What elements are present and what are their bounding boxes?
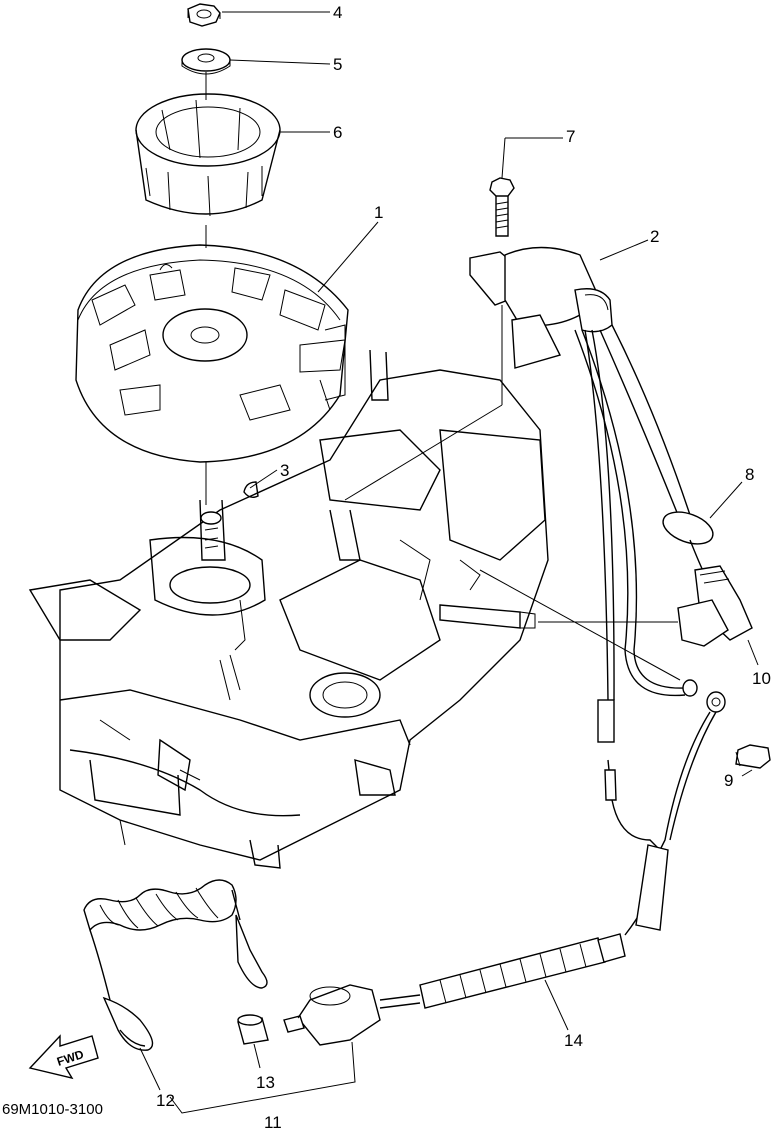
- ignition-coil-part: [469, 246, 613, 369]
- starter-pulley-part: [135, 93, 281, 217]
- coil-wires: [574, 324, 691, 743]
- callout-1: 1: [374, 203, 383, 222]
- callout-2: 2: [650, 227, 659, 246]
- bolt-7-part: [489, 177, 515, 237]
- stop-switch-part: [283, 984, 421, 1046]
- grommet-part: [662, 511, 714, 576]
- tube-part: [419, 933, 626, 1009]
- bolt-9-part: [682, 679, 771, 769]
- engine-block: [28, 349, 549, 869]
- ground-lead: [604, 711, 717, 936]
- callout-13: 13: [256, 1073, 275, 1092]
- callout-11: 11: [264, 1113, 282, 1129]
- callout-10: 10: [752, 669, 771, 688]
- leader-lines: [139, 11, 759, 1114]
- nut-part: [187, 3, 221, 27]
- flywheel-part: [75, 244, 349, 463]
- callout-3: 3: [280, 461, 289, 480]
- callout-6: 6: [333, 123, 342, 142]
- washer-part: [181, 48, 231, 75]
- callout-9: 9: [724, 771, 733, 790]
- cap-13-part: [237, 1014, 269, 1045]
- callout-14: 14: [564, 1031, 583, 1050]
- callout-labels: 4 5 6 1 2 3 7 8 10 9 14 13 12 11: [156, 3, 771, 1129]
- diagram-code: 69M1010-3100: [2, 1101, 103, 1118]
- callout-8: 8: [745, 465, 754, 484]
- lanyard-part: [83, 879, 268, 1051]
- callout-7: 7: [566, 127, 575, 146]
- callout-4: 4: [333, 3, 342, 22]
- callout-5: 5: [333, 55, 342, 74]
- spark-plug-cap-part: [677, 565, 753, 647]
- woodruff-key-part: [243, 481, 259, 499]
- forward-direction-arrow: FWD: [28, 1034, 99, 1080]
- callout-12: 12: [156, 1091, 175, 1110]
